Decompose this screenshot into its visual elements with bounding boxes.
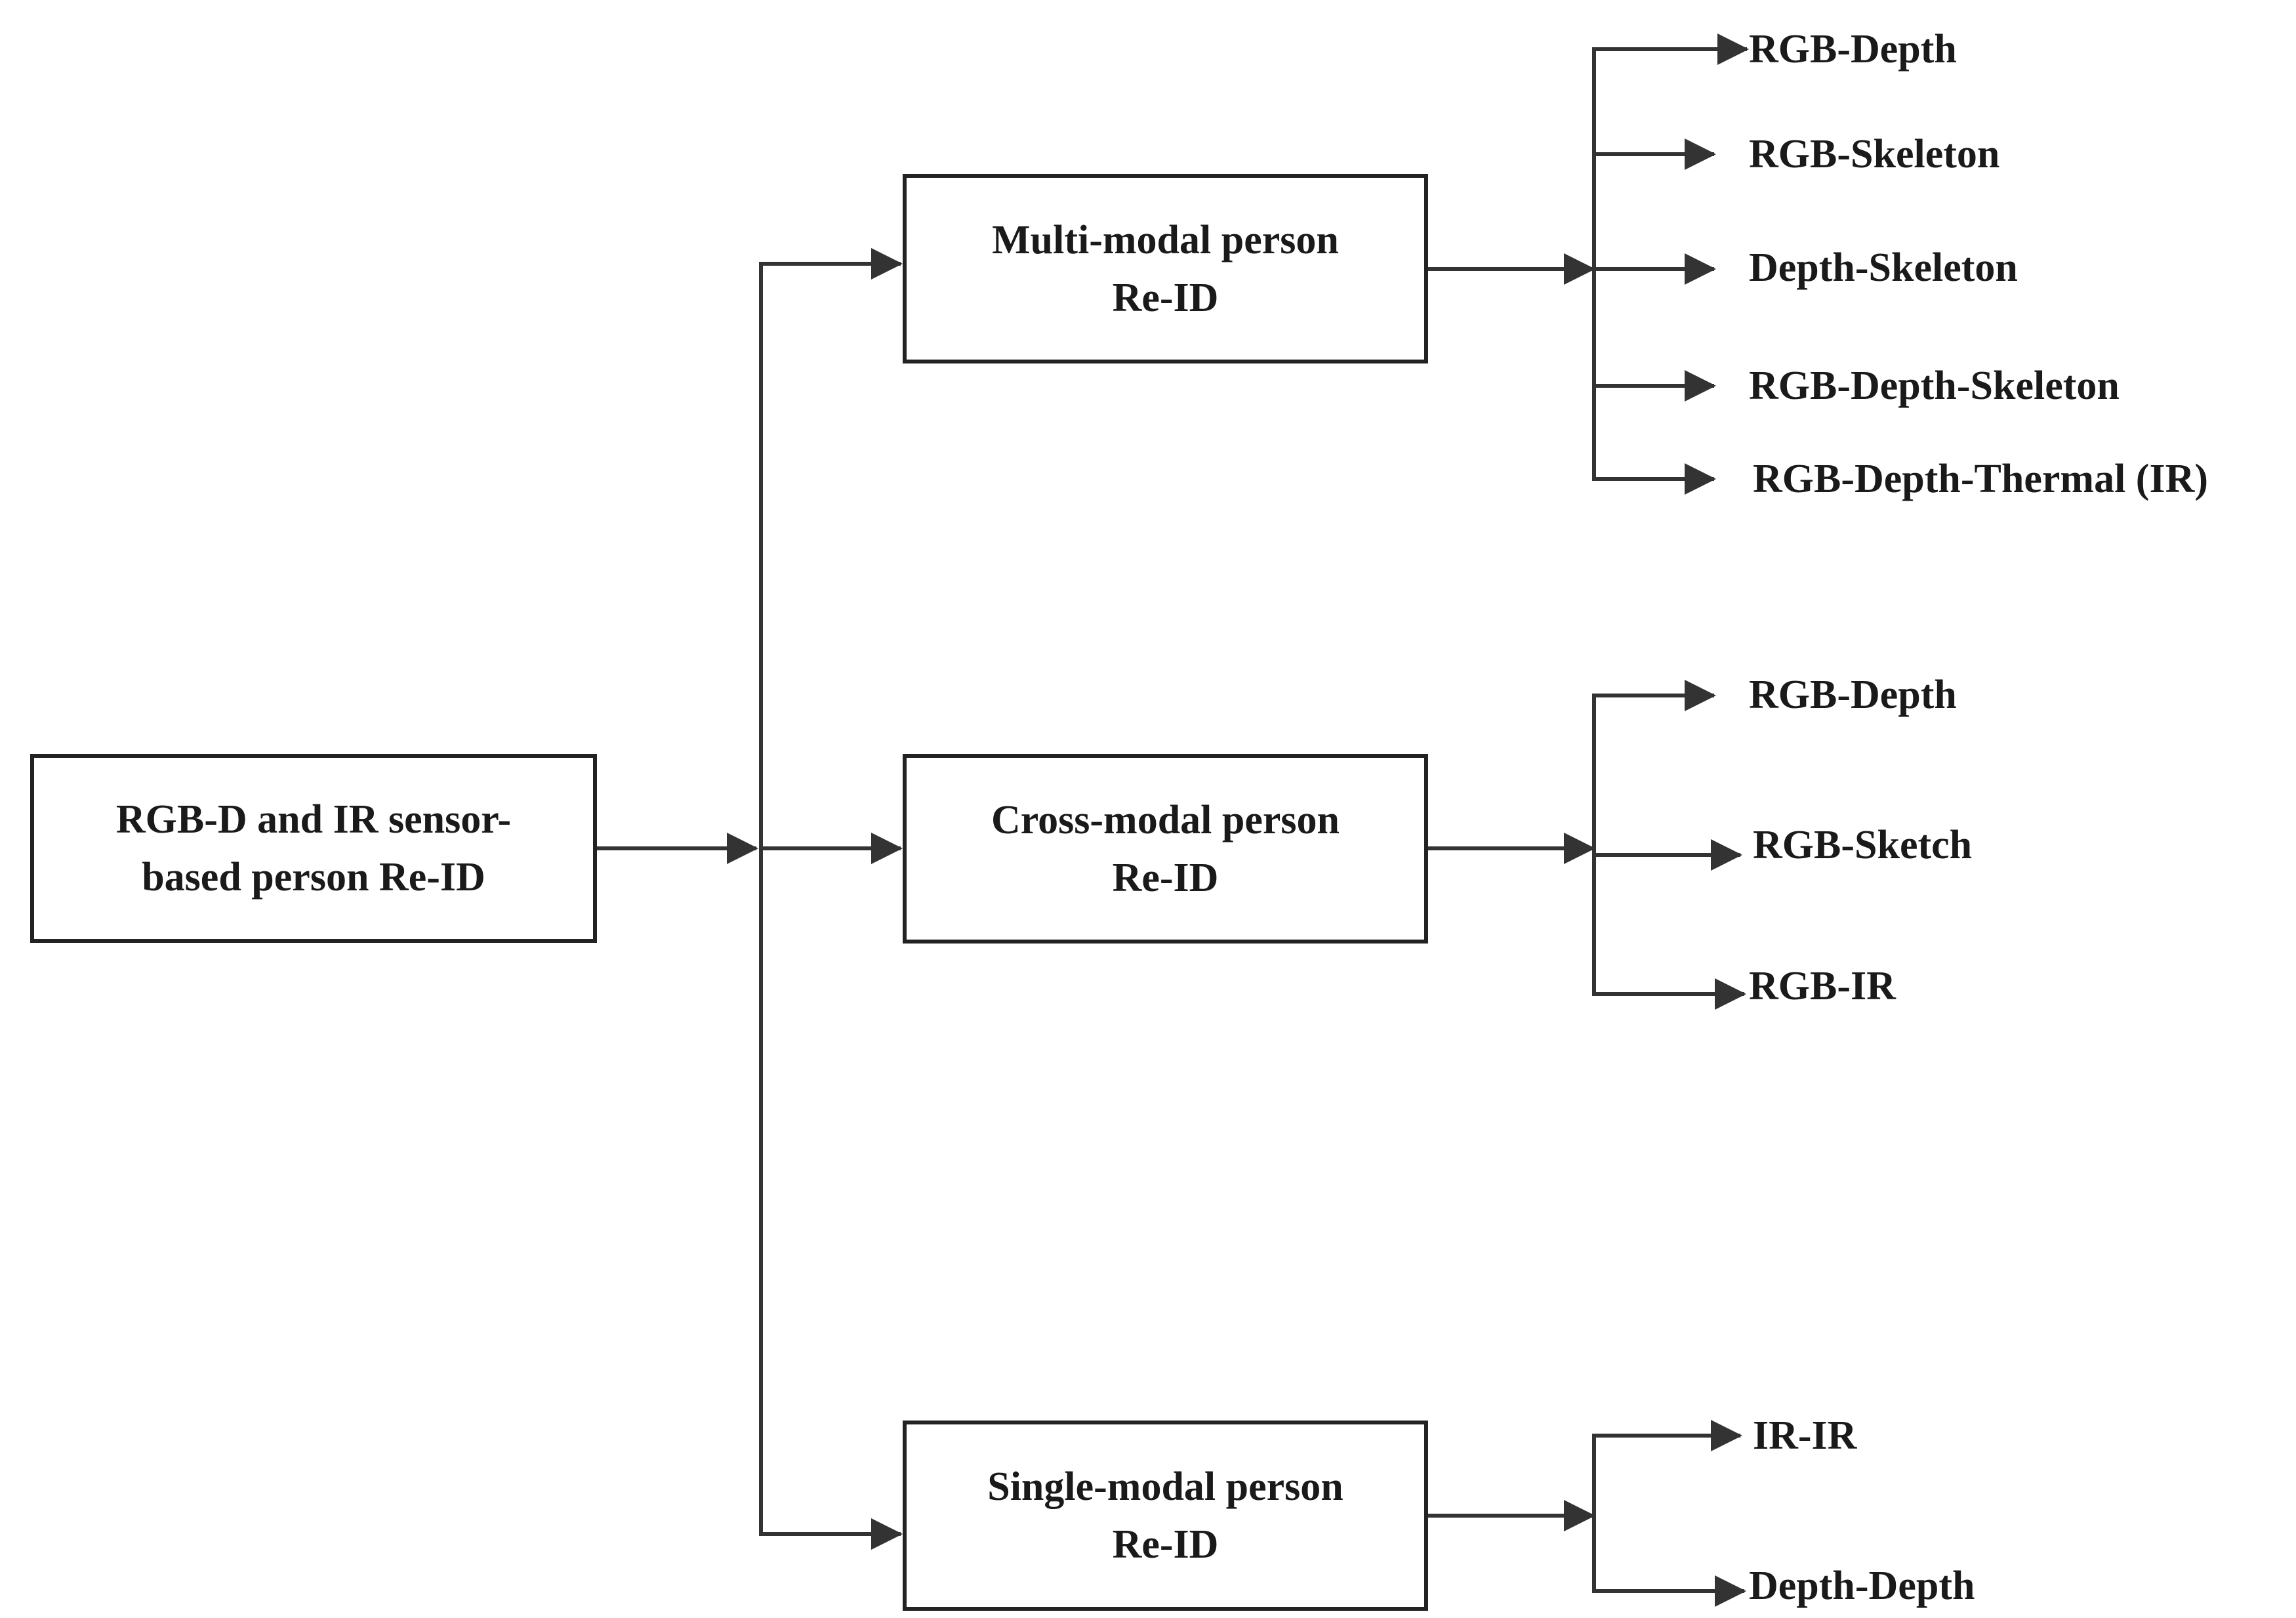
cross-modal-box-line-2: Re-ID <box>1112 855 1219 900</box>
multi-leaf-rgb-skeleton: RGB-Skeleton <box>1749 132 2000 176</box>
root-box-line-2: based person Re-ID <box>142 855 485 900</box>
multi-modal-box-line-2: Re-ID <box>1112 275 1219 320</box>
root-box-line-1: RGB-D and IR sensor- <box>115 797 512 842</box>
cross-modal-box: Cross-modal person Re-ID <box>903 754 1428 944</box>
multi-leaf-rgb-depth-skeleton: RGB-Depth-Skeleton <box>1749 363 2120 408</box>
single-leaf-depth-depth: Depth-Depth <box>1749 1564 1975 1608</box>
single-modal-box-line-2: Re-ID <box>1112 1522 1219 1567</box>
cross-modal-box-line-1: Cross-modal person <box>991 797 1340 842</box>
multi-modal-box: Multi-modal person Re-ID <box>903 174 1428 363</box>
cross-leaf-rgb-sketch: RGB-Sketch <box>1753 823 1973 867</box>
cross-leaf-rgb-depth: RGB-Depth <box>1749 673 1957 717</box>
multi-leaf-depth-skeleton: Depth-Skeleton <box>1749 245 2018 290</box>
multi-leaf-rgb-depth: RGB-Depth <box>1749 27 1957 72</box>
cross-leaf-rgb-ir: RGB-IR <box>1749 964 1896 1008</box>
single-modal-box: Single-modal person Re-ID <box>903 1421 1428 1611</box>
multi-modal-box-line-1: Multi-modal person <box>992 217 1339 262</box>
single-leaf-ir-ir: IR-IR <box>1753 1413 1857 1458</box>
single-modal-box-line-1: Single-modal person <box>987 1464 1343 1509</box>
root-box: RGB-D and IR sensor- based person Re-ID <box>30 754 597 943</box>
multi-leaf-rgb-depth-thermal: RGB-Depth-Thermal (IR) <box>1753 457 2208 501</box>
